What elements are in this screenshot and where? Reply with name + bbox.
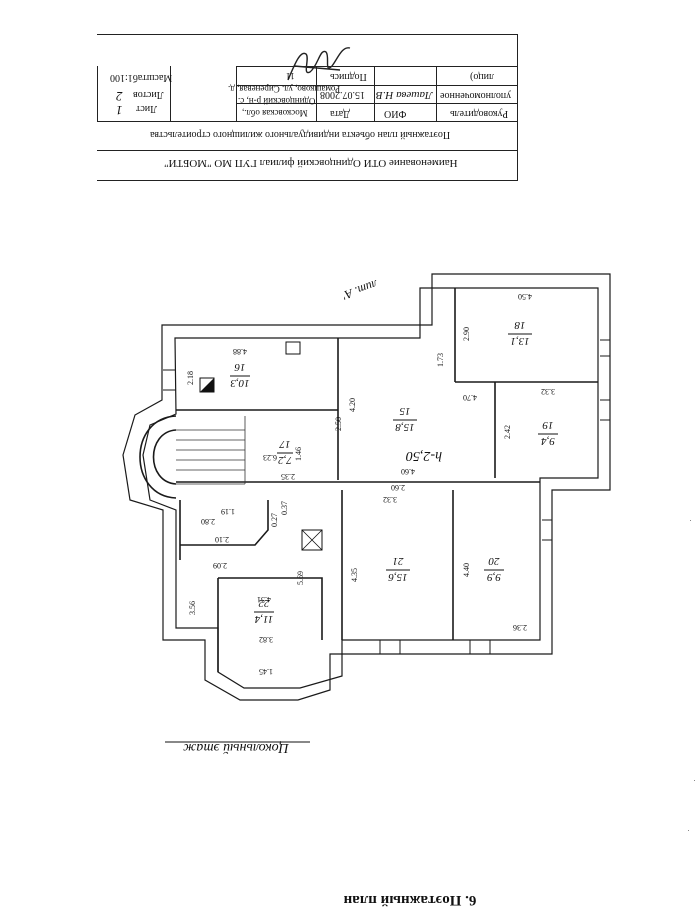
outer-wall (122, 273, 611, 701)
room-22-area: 11,4 (254, 613, 273, 625)
dim-146: 1.46 (294, 447, 303, 461)
title-block-divider-2 (97, 121, 518, 122)
title-block-divider-5 (236, 103, 518, 104)
dim-332b: 3.32 (383, 495, 397, 504)
dim-260: 2.60 (391, 483, 405, 492)
dim-235: 2.35 (281, 472, 295, 481)
dim-119: 1.19 (221, 507, 235, 516)
dim-209: 2.09 (213, 561, 227, 570)
title-block-col-2 (170, 66, 171, 122)
scan-speck (694, 780, 695, 781)
room-22-number: 22 (258, 597, 270, 609)
dim-460: 4.60 (401, 467, 415, 476)
dim-210: 2.10 (215, 535, 229, 544)
bottom-title: 6. Поэтажный план (343, 892, 476, 908)
dim-435: 4.35 (350, 568, 359, 582)
dim-236: 2.36 (513, 623, 527, 632)
dim-382: 3.82 (259, 635, 273, 644)
dim-332a: 3.32 (541, 387, 555, 396)
dim-250: 2.50 (334, 417, 343, 431)
windows (163, 339, 610, 654)
dim-450: 4.50 (518, 292, 532, 301)
room-17-area: 7,2 (278, 454, 292, 466)
stair-arc-outer (139, 415, 177, 499)
dim-440: 4.40 (462, 563, 471, 577)
room-15-area: 15,8 (395, 421, 415, 433)
dim-623: 6.23 (263, 453, 277, 462)
room-19-number: 19 (542, 419, 554, 431)
title-block-border-top (97, 34, 518, 35)
ceiling-height: h-2,50 (406, 448, 442, 463)
stair-arc-inner (152, 429, 177, 485)
shaft-symbol (301, 529, 323, 551)
room-16-area: 10,3 (230, 377, 250, 389)
dim-280: 2.80 (201, 517, 215, 526)
dim-218: 2.18 (186, 371, 195, 385)
inner-wall (142, 287, 599, 689)
room-18-area: 13,1 (510, 335, 529, 347)
title-block-border-bottom (97, 180, 518, 181)
room-16-number: 16 (234, 361, 246, 373)
title-block-divider-3 (236, 66, 518, 67)
dim-037: 0.37 (280, 501, 289, 515)
signature-image (287, 47, 351, 81)
sink-symbol (285, 341, 301, 355)
dim-242: 2.42 (503, 425, 512, 439)
dim-470: 4.70 (463, 393, 477, 402)
title-block-divider-1 (97, 150, 518, 151)
room-15-number: 15 (399, 405, 411, 417)
scan-speck (688, 830, 689, 831)
dim-027: 0.27 (270, 513, 279, 527)
title-block-col-4 (316, 66, 317, 122)
dim-420: 4.20 (348, 398, 357, 412)
title-block-col-6 (436, 66, 437, 122)
title-block-divider-4 (236, 85, 518, 86)
litera-label: лит. А' (340, 277, 380, 303)
title-block-col-3 (236, 66, 237, 122)
scan-speck (690, 520, 691, 521)
room-20-area: 9,9 (487, 571, 501, 583)
title-block-border-right (517, 34, 518, 181)
dim-569: 5.69 (296, 571, 305, 585)
dim-173: 1.73 (436, 353, 445, 367)
room-21-area: 15,6 (388, 571, 408, 583)
dim-356: 3.56 (188, 601, 197, 615)
wall-wc-block (180, 500, 269, 546)
stair-steps (176, 416, 246, 485)
room-21-number: 21 (393, 555, 404, 567)
dim-290: 2.90 (462, 327, 471, 341)
dim-451: 4.51 (257, 595, 271, 604)
title-block-col-5 (374, 66, 375, 122)
dim-145: 1.45 (259, 667, 273, 676)
dim-488: 4.88 (233, 347, 247, 356)
room-19-area: 9,4 (541, 435, 555, 447)
wall-bay-room (217, 577, 323, 672)
room-17-number: 17 (279, 438, 291, 450)
floor-label: Цокольный этаж (183, 740, 289, 755)
room-20-number: 20 (488, 555, 500, 567)
title-block-col-1 (97, 66, 98, 122)
room-18-number: 18 (514, 319, 526, 331)
